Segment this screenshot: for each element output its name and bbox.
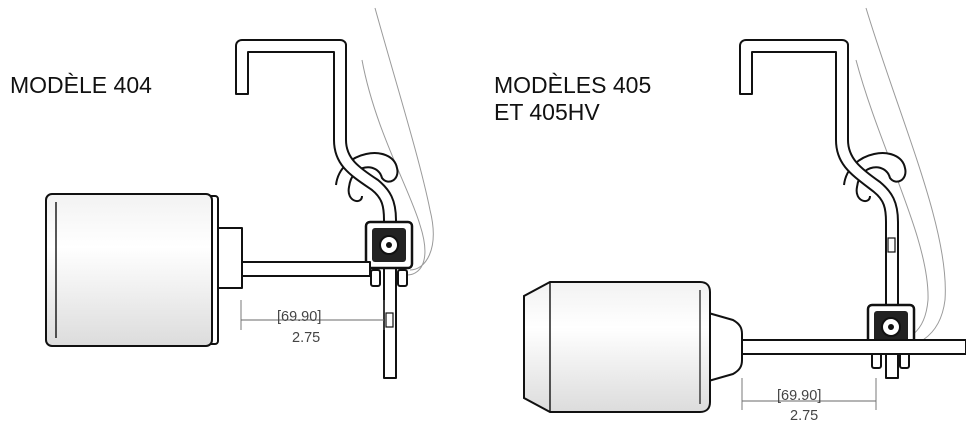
model-404-drawing: MODÈLE 404 xyxy=(10,7,434,379)
cylinder-404 xyxy=(45,193,243,347)
tube-mark-404 xyxy=(385,312,394,328)
tube-405 xyxy=(739,39,899,379)
model-405-title-line2: ET 405HV xyxy=(494,99,600,125)
tube-mark-405 xyxy=(887,237,896,253)
model-405-drawing: MODÈLES 405 ET 405HV xyxy=(494,7,966,424)
dimension-404: [69.90] 2.75 xyxy=(240,300,385,346)
dimension-in-405: 2.75 xyxy=(790,408,818,424)
arm-405 xyxy=(741,339,966,355)
model-405-title-line1: MODÈLES 405 xyxy=(494,72,651,98)
hose-404 xyxy=(361,7,434,276)
valve-405 xyxy=(866,303,916,369)
dimension-mm-404: [69.90] xyxy=(277,309,321,325)
arm-404 xyxy=(239,261,371,277)
model-404-title: MODÈLE 404 xyxy=(10,72,152,98)
dimension-in-404: 2.75 xyxy=(292,330,320,346)
tube-404 xyxy=(235,39,397,379)
dimension-405: [69.90] 2.75 xyxy=(741,378,877,424)
dimension-mm-405: [69.90] xyxy=(777,388,821,404)
cylinder-405 xyxy=(523,281,743,413)
valve-404 xyxy=(364,220,414,287)
